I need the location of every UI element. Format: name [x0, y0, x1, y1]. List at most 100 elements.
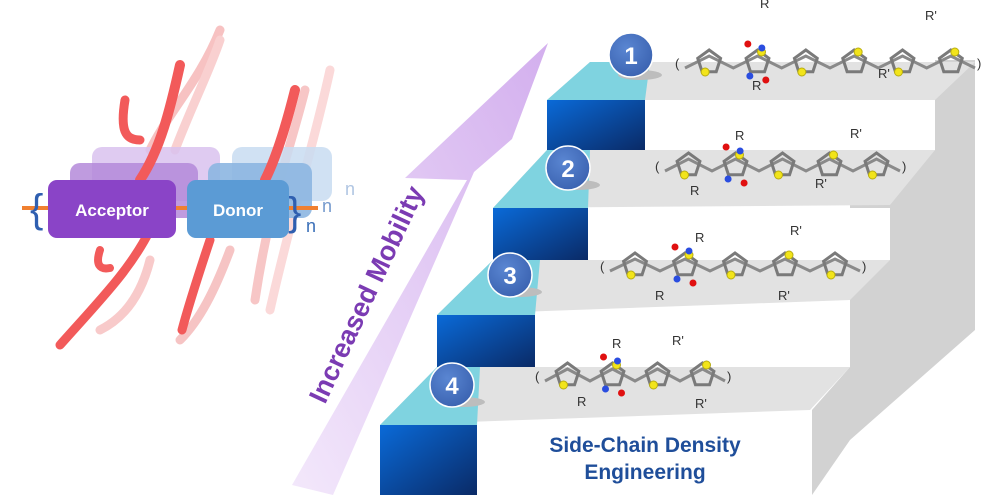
side-chain-label: R: [690, 183, 699, 198]
sulfur-atom: [726, 270, 736, 280]
sulfur-atom: [702, 360, 711, 370]
step-2-number: 2: [561, 156, 574, 183]
step-4-riser: [477, 425, 812, 495]
oxygen-atom: [600, 353, 607, 361]
backbone-bond: [609, 257, 861, 273]
thiophene-ring: [840, 48, 868, 74]
polymer-structures: ()RRR'R'()RRR'R'()RRR'R'()RRR'R': [535, 0, 981, 411]
sulfur-atom: [559, 380, 568, 390]
side-chain-label: R: [735, 128, 744, 143]
nitrogen-atom: [673, 275, 681, 283]
side-chain-label: R': [815, 176, 827, 191]
acceptor-label: Acceptor: [75, 201, 149, 220]
sulfur-atom: [680, 170, 689, 180]
repeat-bracket: ): [977, 56, 981, 71]
step-3-number: 3: [503, 263, 516, 290]
thiophene-ring: [744, 48, 771, 74]
oxygen-atom: [762, 76, 770, 84]
sulfur-atom: [626, 270, 636, 280]
nitrogen-atom: [746, 72, 754, 80]
step-4-molecule: () R R R' R': [535, 333, 731, 411]
nitrogen-atom: [602, 385, 609, 393]
thiophene-ring: [816, 151, 843, 177]
left-bracket: {: [30, 187, 43, 231]
oxygen-atom: [722, 143, 730, 151]
side-chain-label: R': [672, 333, 684, 348]
badge-circle: [429, 362, 475, 408]
nitrogen-atom: [736, 147, 744, 155]
sulfur-atom: [853, 47, 863, 57]
caption-line-2: Engineering: [584, 461, 705, 484]
step-4-side: [812, 367, 850, 495]
side-chains: [55, 60, 300, 350]
step-badges: 1 2 3 4: [429, 32, 662, 408]
thiophene-ring: [671, 251, 699, 277]
thiophene-ring: [689, 361, 716, 387]
side-chain-label: R': [878, 66, 890, 81]
step-1-molecule: ()RRR'R': [675, 0, 981, 93]
nitrogen-atom: [614, 357, 621, 365]
step-1-badge: 1: [608, 32, 662, 80]
step-1-number: 1: [624, 43, 637, 70]
repeat-subscript-ghost-2: n: [345, 179, 355, 199]
step-2-riser: [588, 208, 890, 260]
step-2-tread-full: [493, 150, 935, 208]
donor-box: [187, 180, 289, 238]
step-2-molecule: ()RRR'R': [655, 126, 906, 198]
backbone-bond: [684, 54, 976, 70]
sulfur-atom: [894, 67, 903, 77]
repeat-bracket: (: [655, 159, 660, 174]
step-3-riser: [535, 315, 850, 367]
sulfur-atom: [829, 150, 838, 160]
oxygen-atom: [740, 179, 748, 187]
sulfur-atom: [797, 67, 807, 77]
step-2-badge: 2: [545, 145, 600, 191]
nitrogen-atom: [724, 175, 732, 183]
staircase: Side-Chain Density Engineering: [380, 60, 975, 495]
caption-line-1: Side-Chain Density: [549, 434, 741, 457]
step-4-badge: 4: [429, 362, 485, 408]
thiophene-ring: [722, 151, 749, 177]
backbone-bond: [544, 367, 726, 383]
side-chain-label: R: [577, 394, 586, 409]
step-1-riser-block: [547, 100, 645, 150]
badge-circle: [608, 32, 654, 78]
repeat-subscript-ghost-1: n: [322, 196, 332, 216]
badge-circle: [545, 145, 591, 191]
side-chain-label: R': [695, 396, 707, 411]
side-chain-label: R: [695, 230, 704, 245]
repeat-bracket: (: [535, 369, 540, 384]
sulfur-atom: [700, 67, 710, 77]
repeat-bracket: (: [675, 56, 680, 71]
thiophene-ring: [937, 48, 965, 74]
nitrogen-atom: [758, 44, 766, 52]
right-bracket: }: [288, 190, 301, 234]
side-chain-label: R: [612, 336, 621, 351]
step-3-molecule: ()RRR'R': [600, 223, 866, 303]
side-chain-label: R': [790, 223, 802, 238]
donor-label: Donor: [213, 201, 263, 220]
oxygen-atom: [689, 279, 697, 287]
side-chain-label: R': [850, 126, 862, 141]
step-3-badge: 3: [487, 252, 542, 298]
badge-circle: [487, 252, 533, 298]
sulfur-atom: [649, 380, 658, 390]
sulfur-atom: [950, 47, 960, 57]
sulfur-atom: [826, 270, 836, 280]
repeat-bracket: (: [600, 259, 605, 274]
step-4-riser-block: [380, 425, 477, 495]
side-chain-label: R: [760, 0, 769, 11]
acceptor-box: [48, 180, 176, 238]
step-3-riser-block: [437, 315, 535, 367]
oxygen-atom: [671, 243, 679, 251]
polymer-schematic: { } n n n Acceptor Donor: [22, 25, 355, 350]
repeat-bracket: ): [727, 369, 731, 384]
nitrogen-atom: [685, 247, 693, 255]
sulfur-atom: [868, 170, 877, 180]
step-1-riser: [645, 100, 935, 150]
backbone-bond: [664, 157, 901, 173]
sulfur-atom: [784, 250, 794, 260]
step-4-tread: [380, 367, 850, 425]
thiophene-ring: [771, 251, 799, 277]
